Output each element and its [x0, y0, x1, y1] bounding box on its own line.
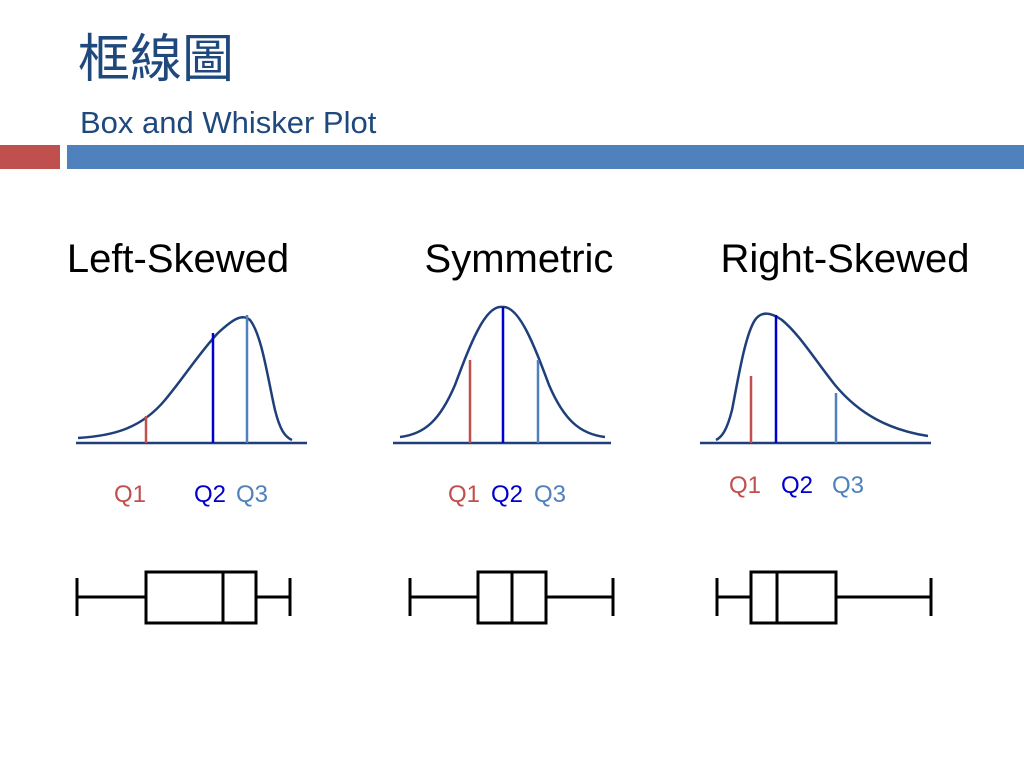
- slide-title-english: Box and Whisker Plot: [80, 105, 377, 140]
- panel-right-skewed: Right-Skewed Q1 Q2 Q3: [700, 237, 970, 625]
- panel-left-skewed: Left-Skewed Q1 Q2 Q3: [67, 237, 307, 625]
- panel-heading: Right-Skewed: [720, 237, 969, 281]
- distribution-curve: [715, 312, 929, 442]
- box-plot: [715, 570, 933, 625]
- distribution-curve: [77, 316, 293, 442]
- box-plot: [408, 570, 615, 625]
- slide-title-chinese: 框線圖: [78, 30, 235, 90]
- title-accent-bar-blue: [67, 145, 1024, 169]
- panel-heading: Symmetric: [425, 237, 614, 281]
- q2-label: Q2: [781, 472, 813, 499]
- q1-label: Q1: [448, 481, 480, 508]
- q1-label: Q1: [114, 481, 146, 508]
- box-iqr: [144, 570, 258, 625]
- panel-symmetric: Symmetric Q1 Q2 Q3: [393, 237, 615, 625]
- q2-label: Q2: [194, 481, 226, 508]
- q3-label: Q3: [534, 481, 566, 508]
- box-plot: [75, 570, 292, 625]
- q3-label: Q3: [236, 481, 268, 508]
- title-accent-bar-red: [0, 145, 60, 169]
- box-iqr: [749, 570, 838, 625]
- q3-label: Q3: [832, 472, 864, 499]
- panel-heading: Left-Skewed: [67, 237, 289, 281]
- q1-label: Q1: [729, 472, 761, 499]
- q2-label: Q2: [491, 481, 523, 508]
